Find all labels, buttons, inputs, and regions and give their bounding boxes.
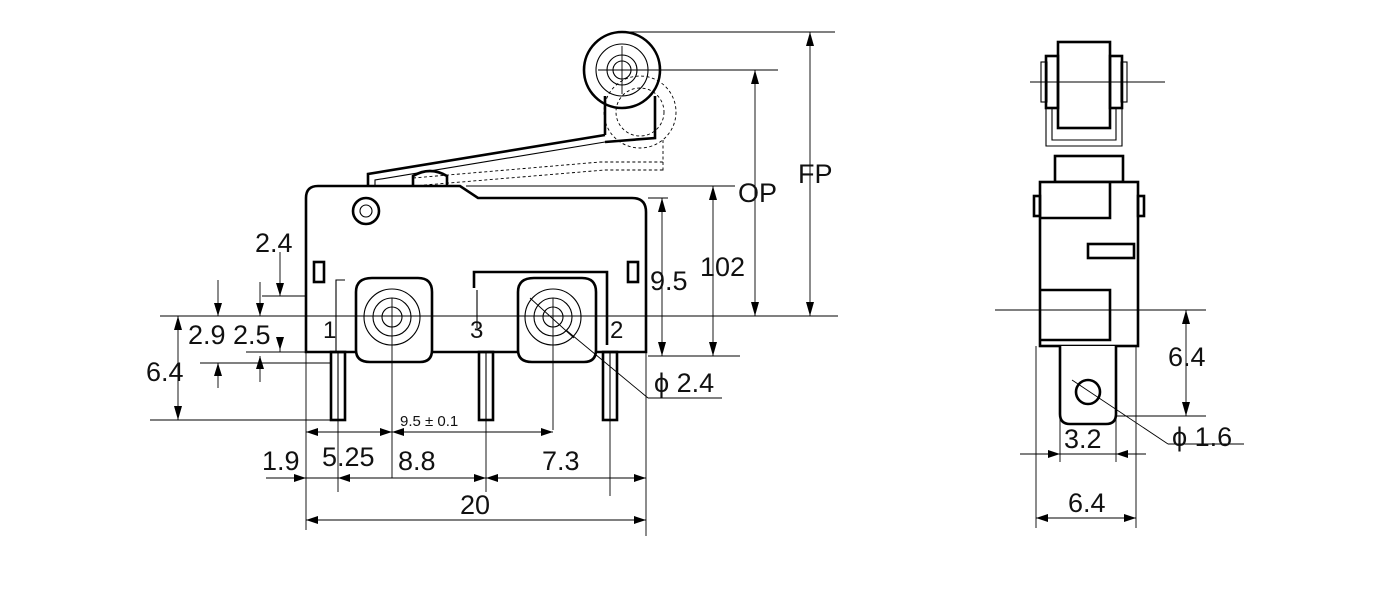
- side-view: 6.4 ϕ 1.6 3.2 6.4: [995, 40, 1244, 528]
- side-plunger: [1053, 154, 1125, 184]
- pressed-lever-outline: [412, 75, 677, 187]
- side-terminal-hole: [1074, 378, 1102, 406]
- side-slot-left: [312, 260, 326, 284]
- dim-8-8: 8.8: [398, 446, 436, 476]
- dim-2-9: 2.9: [188, 320, 226, 350]
- mounting-hole-left: [354, 276, 434, 364]
- dim-2-4-top: 2.4: [255, 228, 293, 258]
- plunger: [411, 169, 449, 186]
- op-label: OP: [738, 178, 777, 208]
- internal-contact-line: [472, 270, 609, 345]
- side-dim-6-4-bottom: 6.4: [1068, 488, 1106, 518]
- pin-number-2: 2: [610, 317, 623, 344]
- side-body: [1038, 180, 1140, 348]
- dim-1-9: 1.9: [262, 446, 300, 476]
- front-view: OP FP 102 9.5 2.4 2.9 2.5 6.4 1 3: [146, 30, 838, 536]
- dim-2-5: 2.5: [233, 320, 271, 350]
- side-dim-3-2: 3.2: [1064, 424, 1102, 454]
- side-slot-right: [626, 260, 640, 284]
- dim-5-25: 5.25: [322, 442, 375, 472]
- mounting-hole-right: [516, 276, 598, 364]
- side-hole-diameter-label: ϕ 1.6: [1172, 422, 1232, 452]
- pin-number-1: 1: [323, 317, 336, 344]
- dim-6-4-left: 6.4: [146, 357, 184, 387]
- side-terminal-tab: [1058, 346, 1118, 426]
- side-roller: [1056, 40, 1112, 130]
- dim-20: 20: [460, 490, 490, 520]
- height-102-label: 102: [700, 252, 745, 282]
- dim-7-3: 7.3: [542, 446, 580, 476]
- side-dim-6-4-right: 6.4: [1168, 342, 1206, 372]
- pin-number-3: 3: [470, 317, 483, 344]
- height-9-5-label: 9.5: [650, 266, 688, 296]
- fp-label: FP: [798, 159, 833, 189]
- lever-pivot: [351, 196, 381, 226]
- pin-pitch-label: 9.5 ± 0.1: [400, 413, 458, 430]
- hole-diameter-label: ϕ 2.4: [654, 368, 714, 398]
